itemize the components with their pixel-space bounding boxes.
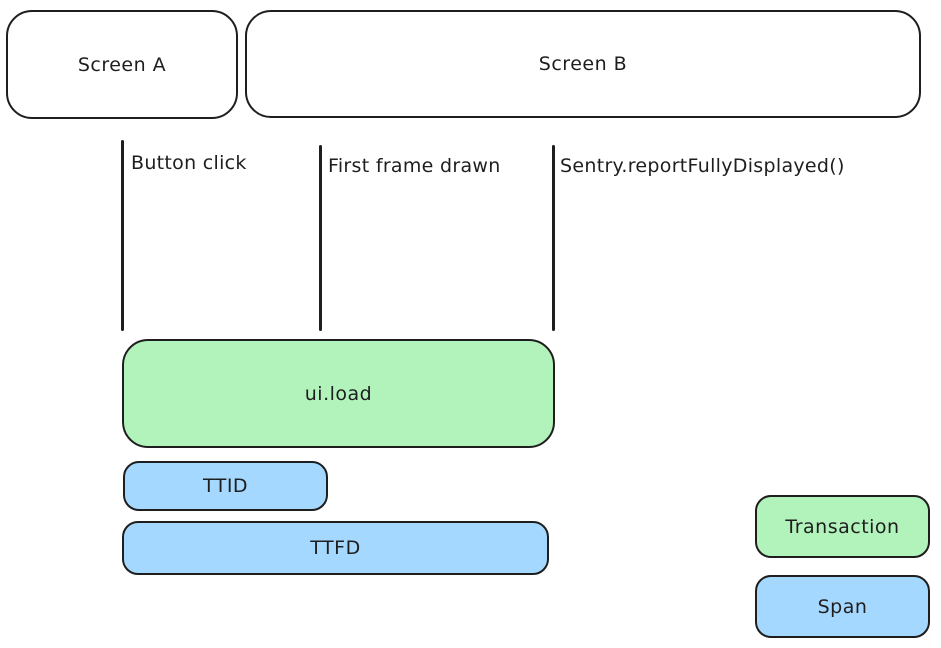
legend-transaction-box: Transaction (755, 495, 930, 558)
legend-span-box: Span (755, 575, 930, 638)
legend-span-label: Span (817, 595, 868, 618)
ttfd-span-bar: TTFD (122, 521, 549, 575)
button-click-marker-line (121, 140, 124, 331)
report-fully-displayed-marker-line (552, 145, 555, 331)
screen-a-box: Screen A (6, 10, 238, 119)
first-frame-drawn-marker-line (319, 145, 322, 331)
ttfd-label: TTFD (310, 537, 361, 559)
button-click-label: Button click (131, 152, 247, 174)
ttid-label: TTID (202, 475, 249, 497)
report-fully-displayed-label: Sentry.reportFullyDisplayed() (560, 155, 845, 177)
first-frame-drawn-label: First frame drawn (328, 155, 501, 177)
screen-b-label: Screen B (538, 53, 628, 75)
ui-load-transaction-bar: ui.load (122, 339, 555, 448)
ttid-span-bar: TTID (123, 461, 328, 511)
ui-load-label: ui.load (304, 382, 373, 405)
screen-a-label: Screen A (77, 53, 167, 76)
legend-transaction-label: Transaction (785, 515, 900, 538)
screen-b-box: Screen B (245, 10, 921, 118)
